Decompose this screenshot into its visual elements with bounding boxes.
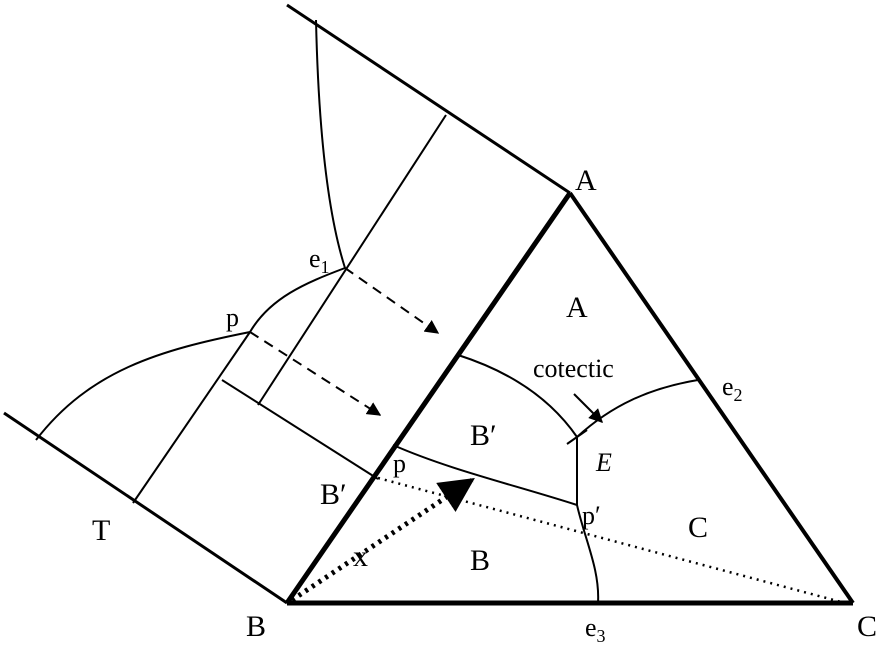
cotectic-pointer-arrow [573, 393, 603, 423]
vertex-label-c: C [857, 610, 877, 643]
liquidus-b-curve [35, 331, 251, 441]
peritectic-isotherm [132, 331, 251, 504]
e2-label: e2 [722, 372, 743, 405]
composition-arrow-x [290, 477, 475, 603]
binary-axis-a [286, 3, 571, 195]
binary-axis-b [3, 411, 288, 605]
e1-label: e1 [309, 244, 330, 277]
e3-label: e3 [585, 613, 606, 646]
eutectic-isotherm [257, 114, 447, 406]
compound-b-prime-label: B′ [320, 478, 347, 511]
vertex-label-a: A [575, 164, 597, 197]
peritectic-boundary-b-bprime [392, 444, 578, 506]
triangle-edge-ac [568, 191, 855, 605]
peritectic-field-label: p [393, 449, 406, 478]
composition-x-label: x [353, 540, 368, 573]
peritectic-ternary-label: p′ [582, 501, 601, 530]
field-label-b-prime: B′ [470, 419, 497, 452]
projection-arrow-e1 [344, 267, 440, 334]
field-label-b: B [470, 544, 490, 577]
compound-line [221, 379, 379, 480]
liquidus-e1-p-curve [249, 267, 346, 333]
cotectic-boundary-a-c [576, 379, 699, 438]
vertex-label-b: B [246, 610, 266, 643]
cotectic-boundary-a-bprime [457, 354, 578, 438]
field-label-a: A [566, 291, 588, 324]
temperature-axis-label: T [92, 514, 110, 547]
eutectic-label: E [595, 448, 612, 477]
projection-arrow-p [249, 331, 382, 416]
eutectic-tick [566, 429, 588, 445]
liquidus-a-curve [315, 19, 346, 269]
cotectic-label: cotectic [533, 354, 614, 383]
join-bprime-c [377, 476, 846, 605]
field-label-c: C [688, 511, 708, 544]
boundary-b-c [576, 504, 600, 604]
triangle-edge-ab [284, 191, 573, 605]
peritectic-binary-label: p [226, 303, 239, 332]
